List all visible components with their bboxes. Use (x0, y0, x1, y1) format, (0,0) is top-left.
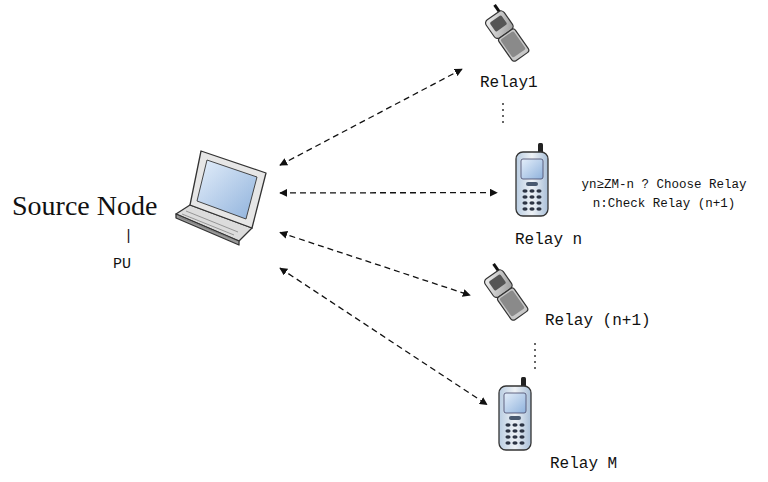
source-node: Source Node | PU (10, 148, 272, 280)
relay-label: Relay n (515, 231, 582, 249)
relay-label: Relay (n+1) (545, 312, 651, 330)
relay-node: Relay M (495, 375, 635, 477)
bar-phone-icon (516, 143, 548, 216)
flip-phone-icon (478, 262, 529, 322)
relay-node: Relay n (505, 140, 595, 252)
dashed-link (280, 232, 470, 295)
laptop-icon (176, 151, 266, 245)
node-subtitle: PU (113, 256, 131, 273)
flip-phone-icon (479, 3, 530, 63)
node-title: Source Node (12, 190, 157, 222)
dashed-link (280, 192, 497, 194)
dashed-link (280, 69, 462, 165)
relay-label: Relay1 (480, 74, 538, 92)
relay-node: Relay (n+1) (478, 258, 668, 334)
relay-node: Relay1 (470, 2, 562, 98)
separator-mark: | (124, 228, 133, 245)
decision-note: yn≥ZM-n ? Choose Relay n:Check Relay (n+… (566, 176, 762, 215)
dashed-link (280, 268, 487, 404)
bar-phone-icon (499, 377, 531, 450)
relay-label: Relay M (550, 455, 617, 473)
